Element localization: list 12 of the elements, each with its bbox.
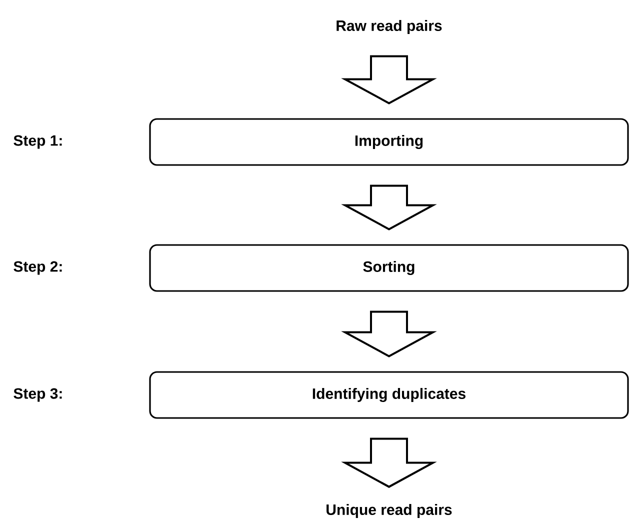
block-arrow [341, 55, 437, 104]
io-label: Raw read pairs [336, 20, 442, 34]
step-label: Step 1: [14, 135, 62, 149]
process-box: Importing [149, 118, 629, 166]
process-box: Identifying duplicates [149, 371, 629, 419]
block-arrow [341, 310, 437, 358]
process-box: Sorting [149, 244, 629, 292]
io-label: Unique read pairs [326, 504, 452, 518]
block-arrow [341, 184, 437, 230]
step-label: Step 2: [14, 261, 62, 275]
block-arrow [341, 438, 437, 488]
step-label: Step 3: [14, 388, 62, 402]
